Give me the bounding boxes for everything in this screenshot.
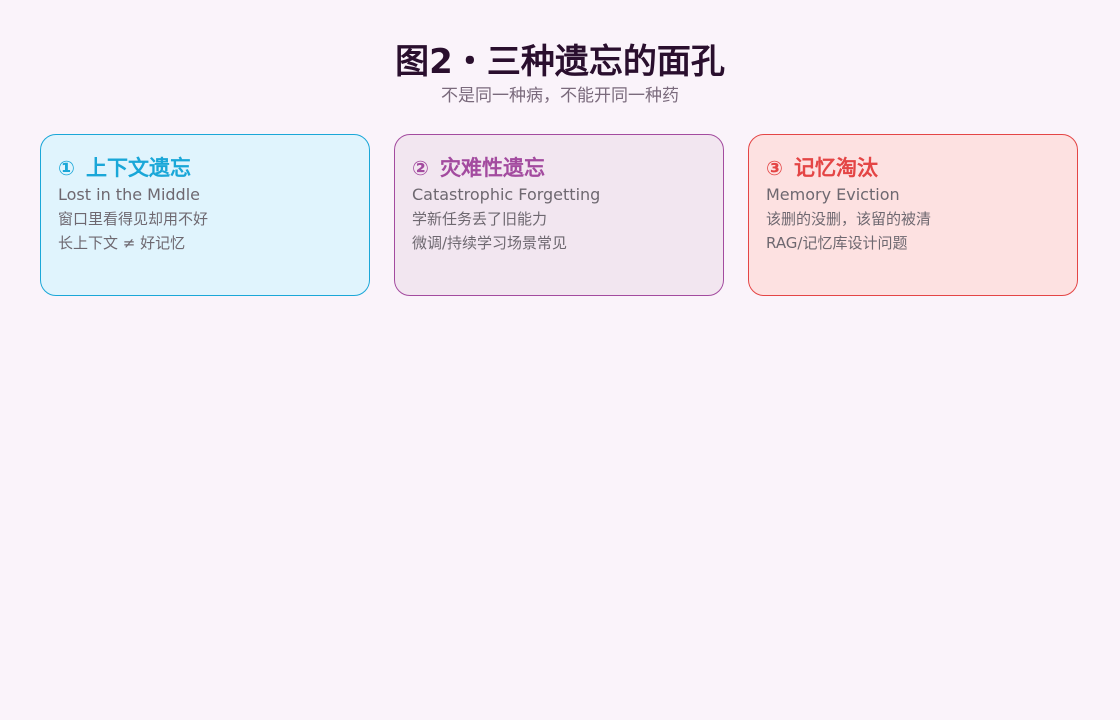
figure-title: 图2・三种遗忘的面孔: [395, 42, 725, 82]
card-number-badge: ③: [766, 156, 783, 180]
card-title-row: ② 灾难性遗忘: [412, 153, 707, 183]
card-memory-eviction: ③ 记忆淘汰 Memory Eviction 该删的没删，该留的被清 RAG/记…: [748, 134, 1078, 296]
card-number-badge: ①: [58, 156, 75, 180]
card-description-line: 学新任务丢了旧能力: [412, 210, 548, 228]
card-number-badge: ②: [412, 156, 429, 180]
card-description-line: 微调/持续学习场景常见: [412, 234, 568, 252]
card-title-row: ③ 记忆淘汰: [766, 153, 1061, 183]
card-subtitle: Memory Eviction: [766, 185, 900, 204]
card-catastrophic-forgetting: ② 灾难性遗忘 Catastrophic Forgetting 学新任务丢了旧能…: [394, 134, 724, 296]
card-title: 灾难性遗忘: [440, 156, 545, 180]
card-title: 记忆淘汰: [794, 156, 878, 180]
card-subtitle: Lost in the Middle: [58, 185, 200, 204]
figure-subtitle: 不是同一种病，不能开同一种药: [441, 86, 679, 106]
card-title-row: ① 上下文遗忘: [58, 153, 353, 183]
figure-header: 图2・三种遗忘的面孔 不是同一种病，不能开同一种药: [0, 40, 1120, 108]
card-description-line: 该删的没删，该留的被清: [766, 210, 932, 228]
card-subtitle: Catastrophic Forgetting: [412, 185, 601, 204]
card-title: 上下文遗忘: [86, 156, 191, 180]
card-description-line: 长上下文 ≠ 好记忆: [58, 234, 186, 252]
card-context-forgetting: ① 上下文遗忘 Lost in the Middle 窗口里看得见却用不好 长上…: [40, 134, 370, 296]
card-description-line: 窗口里看得见却用不好: [58, 210, 209, 228]
card-description-line: RAG/记忆库设计问题: [766, 234, 908, 252]
